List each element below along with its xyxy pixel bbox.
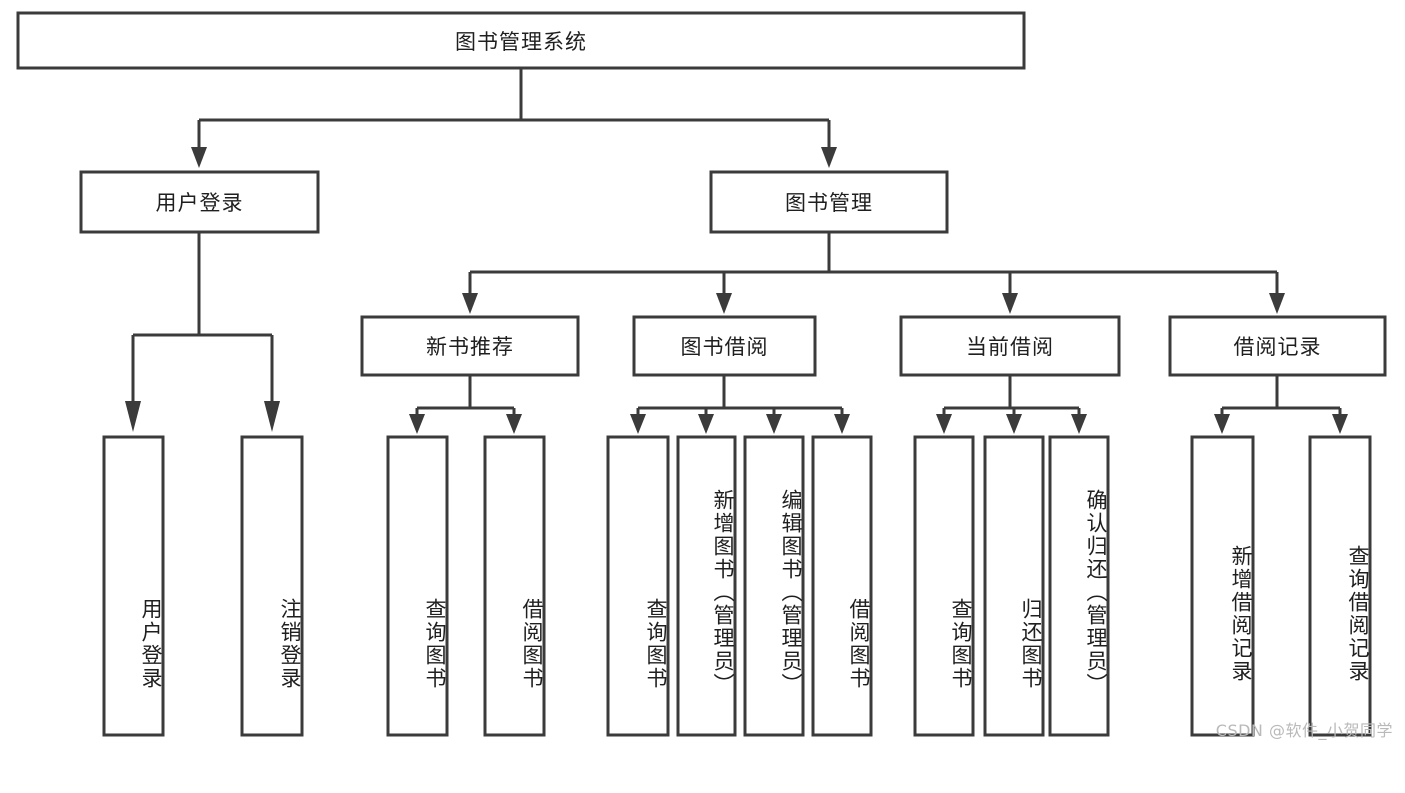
leaf-node-boxes (102, 435, 1372, 737)
arrow-head-icon (462, 293, 478, 314)
leaf-box-query-borrow-rec[interactable] (1308, 435, 1372, 737)
connector-book-borrow-to-leaves (630, 375, 850, 434)
connector-line (942, 375, 1081, 420)
arrow-head-icon (821, 147, 837, 168)
arrow-head-icon (936, 414, 952, 434)
connector-line (131, 232, 274, 404)
connector-line (1220, 375, 1342, 420)
leaf-box-logout[interactable] (240, 435, 304, 737)
arrow-head-icon (766, 414, 782, 434)
leaf-box-borrow-book[interactable] (811, 435, 873, 737)
leaf-box-add-book-admin[interactable] (676, 435, 737, 737)
leaf-box-query-book-rec[interactable] (386, 435, 449, 737)
node-box-book-borrow[interactable] (632, 315, 817, 377)
function-structure-diagram: 图书管理系统 用户登录 图书管理 新书推荐 图书借阅 当前借阅 借阅记录 用户登… (16, 11, 1393, 740)
connector-line (468, 232, 1279, 296)
connector-current-borrow-to-leaves (936, 375, 1087, 434)
watermark-text: CSDN @软件_小贺同学 (1215, 721, 1393, 740)
connector-line (415, 375, 516, 420)
connector-book-management-to-level3 (462, 232, 1285, 314)
leaf-box-edit-book-admin[interactable] (743, 435, 805, 737)
root-node-box-group (16, 11, 1026, 70)
arrow-head-icon (125, 401, 141, 432)
connector-line (636, 375, 844, 420)
level2-node-boxes (79, 170, 949, 234)
connector-new-book-recommend-to-leaves (409, 375, 522, 434)
connector-borrow-record-to-leaves (1214, 375, 1348, 434)
arrow-head-icon (264, 401, 280, 432)
leaf-box-return-book[interactable] (983, 435, 1045, 737)
leaf-box-confirm-return[interactable] (1048, 435, 1110, 737)
arrow-head-icon (1002, 293, 1018, 314)
diagram-canvas (16, 11, 1387, 737)
node-box-new-book-recommend[interactable] (360, 315, 580, 377)
connector-line (197, 68, 831, 150)
node-box-book-management[interactable] (709, 170, 949, 234)
arrow-head-icon (716, 293, 732, 314)
leaf-box-borrow-book-rec[interactable] (483, 435, 546, 737)
arrow-head-icon (698, 414, 714, 434)
arrow-head-icon (1006, 414, 1022, 434)
leaf-box-query-book-borrow[interactable] (606, 435, 670, 737)
arrow-head-icon (630, 414, 646, 434)
arrow-head-icon (834, 414, 850, 434)
node-box-borrow-record[interactable] (1168, 315, 1387, 377)
arrow-head-icon (191, 147, 207, 168)
arrow-head-icon (1214, 414, 1230, 434)
leaf-box-query-book-cur[interactable] (913, 435, 975, 737)
leaf-box-user-login[interactable] (102, 435, 165, 737)
arrow-head-icon (1071, 414, 1087, 434)
arrow-head-icon (409, 414, 425, 434)
level3-node-boxes (360, 315, 1387, 377)
leaf-box-add-borrow-record[interactable] (1190, 435, 1255, 737)
arrow-head-icon (1269, 293, 1285, 314)
arrow-head-icon (506, 414, 522, 434)
arrow-head-icon (1332, 414, 1348, 434)
connector-user-login-to-leaves (125, 232, 280, 432)
node-box-current-borrow[interactable] (899, 315, 1121, 377)
connector-root-to-level2 (191, 68, 837, 168)
node-box-root[interactable] (16, 11, 1026, 70)
node-box-user-login[interactable] (79, 170, 320, 234)
